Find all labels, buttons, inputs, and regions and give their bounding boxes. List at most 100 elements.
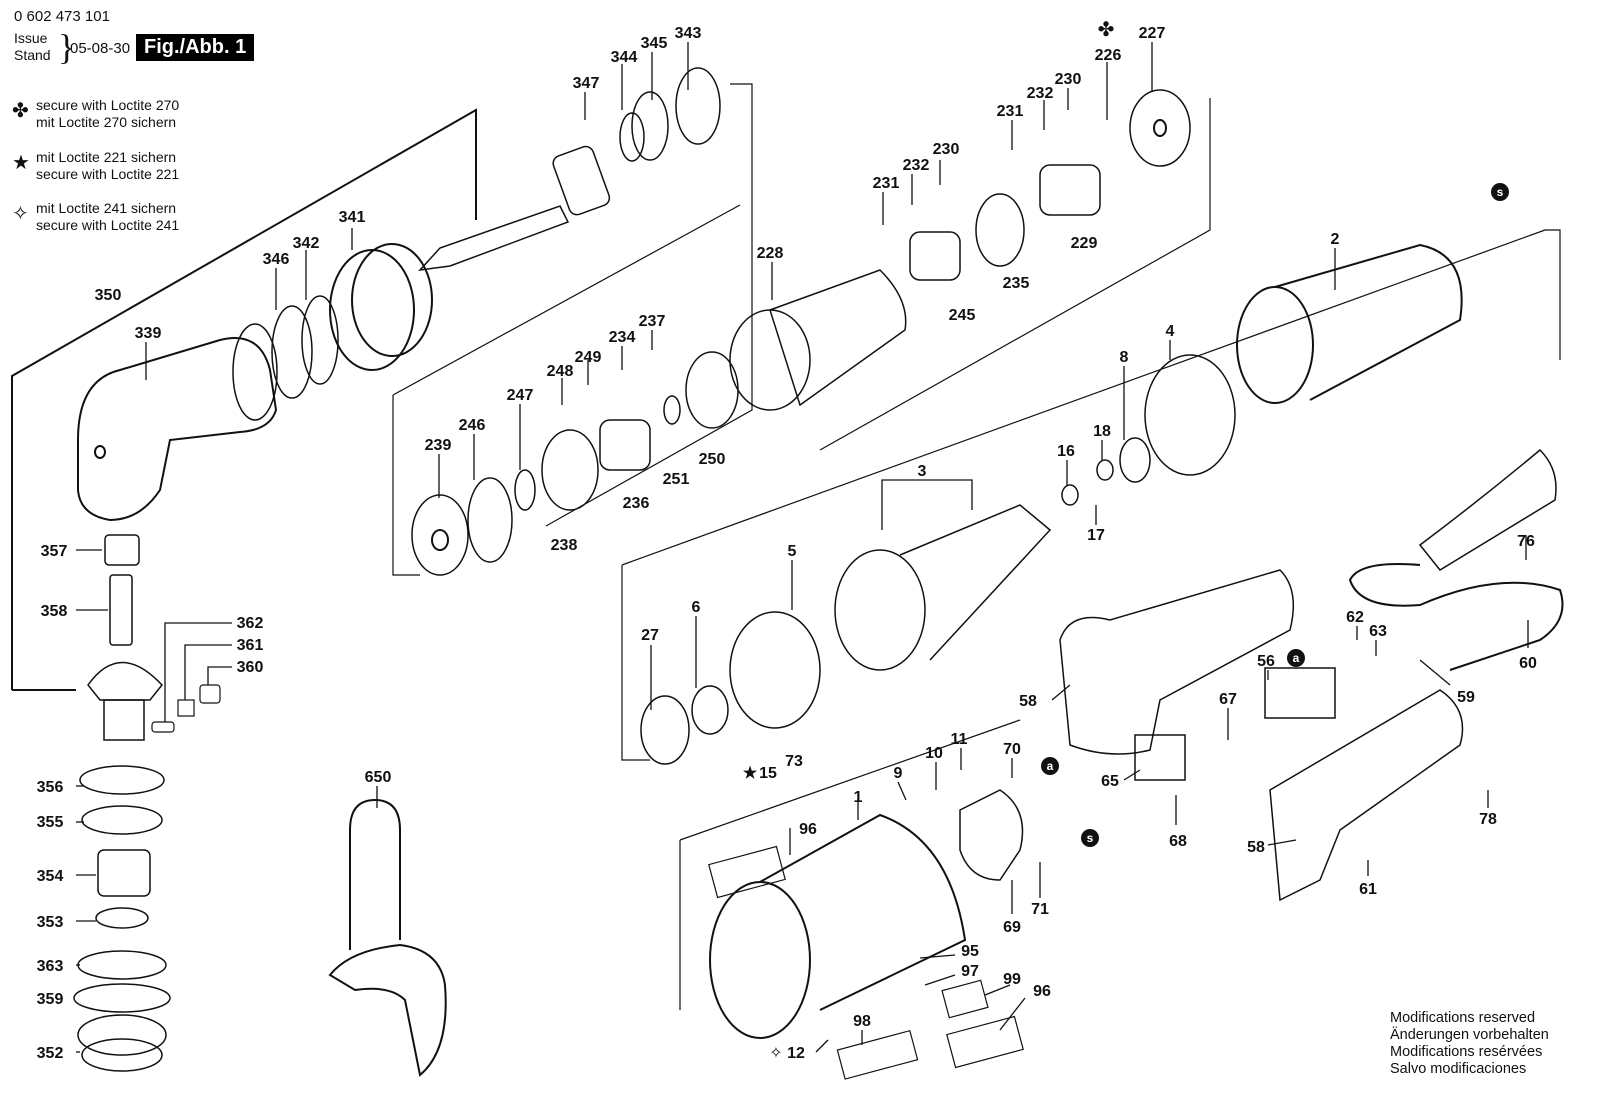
group-frame-planet-top [392,204,741,396]
label-99 [941,979,989,1019]
legend-line: secure with Loctite 270 [36,97,180,113]
star-icon: ★ [743,765,758,782]
label-96a [708,845,786,899]
ring-363 [77,950,167,980]
part-label: 98 [853,1013,871,1030]
part-label: 249 [575,349,602,366]
legend-line: mit Loctite 270 sichern [36,114,177,130]
part-label: 56 [1257,653,1275,670]
nut-352 [77,1014,167,1056]
part-label: 344 [611,49,638,66]
part-label: 76 [1517,533,1535,550]
part-label: 58 [1019,693,1037,710]
stand-label: Stand [14,47,51,63]
part-label: 238 [551,537,578,554]
part-label: 232 [1027,85,1054,102]
four-point-star-outline-icon: ✧ [769,1045,782,1062]
part-label: 18 [1093,423,1111,440]
footer-line: Modifications resérvées [1390,1044,1543,1060]
part-label: 9 [894,765,903,782]
part-label: 229 [1071,235,1098,252]
label-96b [946,1015,1024,1069]
ring-4 [1144,354,1236,476]
part-label: 230 [933,141,960,158]
part-label: 232 [903,157,930,174]
legend-line: secure with Loctite 221 [36,166,180,182]
pin-358 [109,574,133,646]
legend-line: mit Loctite 241 sichern [36,200,177,216]
ring-246 [467,477,513,563]
issue-label: Issue [14,30,48,46]
part-label: 62 [1346,609,1364,626]
group-frame-planet [392,395,420,576]
part-label: 245 [949,307,976,324]
bevel-gear-pinion [87,661,163,701]
spring-361 [177,699,195,717]
part-label: 71 [1031,901,1049,918]
bearing-343 [675,67,721,145]
ring-342 [301,295,339,385]
carrier-245 [909,231,961,281]
gasket-69 [959,789,1024,881]
side-handle-650 [349,798,401,950]
washer-247 [514,469,536,511]
group-frame-housing-top [679,719,1021,841]
part-label: 69 [1003,919,1021,936]
part-label: 248 [547,363,574,380]
gearbox-housing-228 [729,309,811,411]
part-label: 59 [1457,689,1475,706]
part-label: 96 [1033,983,1051,1000]
part-label: 362 [237,615,264,632]
part-label: 15 [759,765,777,782]
part-label: 58 [1247,839,1265,856]
switch-65 [1134,734,1186,781]
part-label: 363 [37,958,64,975]
group-frame-motor [1545,229,1561,360]
bearing-flange-5 [729,611,821,729]
legend-line: secure with Loctite 241 [36,217,180,233]
part-label: 70 [1003,741,1021,758]
part-label: 239 [425,437,452,454]
part-label: 353 [37,914,64,931]
part-label: 360 [237,659,264,676]
bearing-8 [1119,437,1151,483]
stator-2 [1236,286,1314,404]
label-98 [836,1029,919,1080]
part-label: 16 [1057,443,1075,460]
part-label: 355 [37,814,64,831]
part-label: 247 [507,387,534,404]
washer-227 [1129,89,1191,167]
thrust-bearing-356 [79,765,165,795]
svg-text:a: a [1047,759,1054,773]
part-label: 358 [41,603,68,620]
part-label: 251 [663,471,690,488]
handle-half-58a [1059,569,1295,755]
angle-head-hole [94,445,106,459]
part-label: 359 [37,991,64,1008]
handle-half-58b [1269,689,1464,902]
part-label: 342 [293,235,320,252]
part-label: 6 [692,599,701,616]
part-label: 234 [609,329,636,346]
ring-359 [73,983,171,1013]
part-label: 4 [1166,323,1175,340]
part-label: 1 [854,789,863,806]
part-label: 65 [1101,773,1119,790]
motor-housing-1 [709,881,811,1039]
marker-s-top: s [1491,183,1509,201]
marker-a-left: a [1287,649,1305,667]
svg-text:s: s [1497,185,1504,199]
armature-3 [834,549,926,671]
part-label: 650 [365,769,392,786]
svg-text:a: a [1293,651,1300,665]
part-label: 63 [1369,623,1387,640]
part-label: 357 [41,543,68,560]
star-icon: ★ [12,152,30,174]
document-number: 0 602 473 101 [14,8,110,25]
part-label: 230 [1055,71,1082,88]
issue-stand-labels: Issue Stand [14,30,51,64]
part-label: 8 [1120,349,1129,366]
footer-line: Salvo modificaciones [1390,1061,1527,1077]
part-label: 246 [459,417,486,434]
